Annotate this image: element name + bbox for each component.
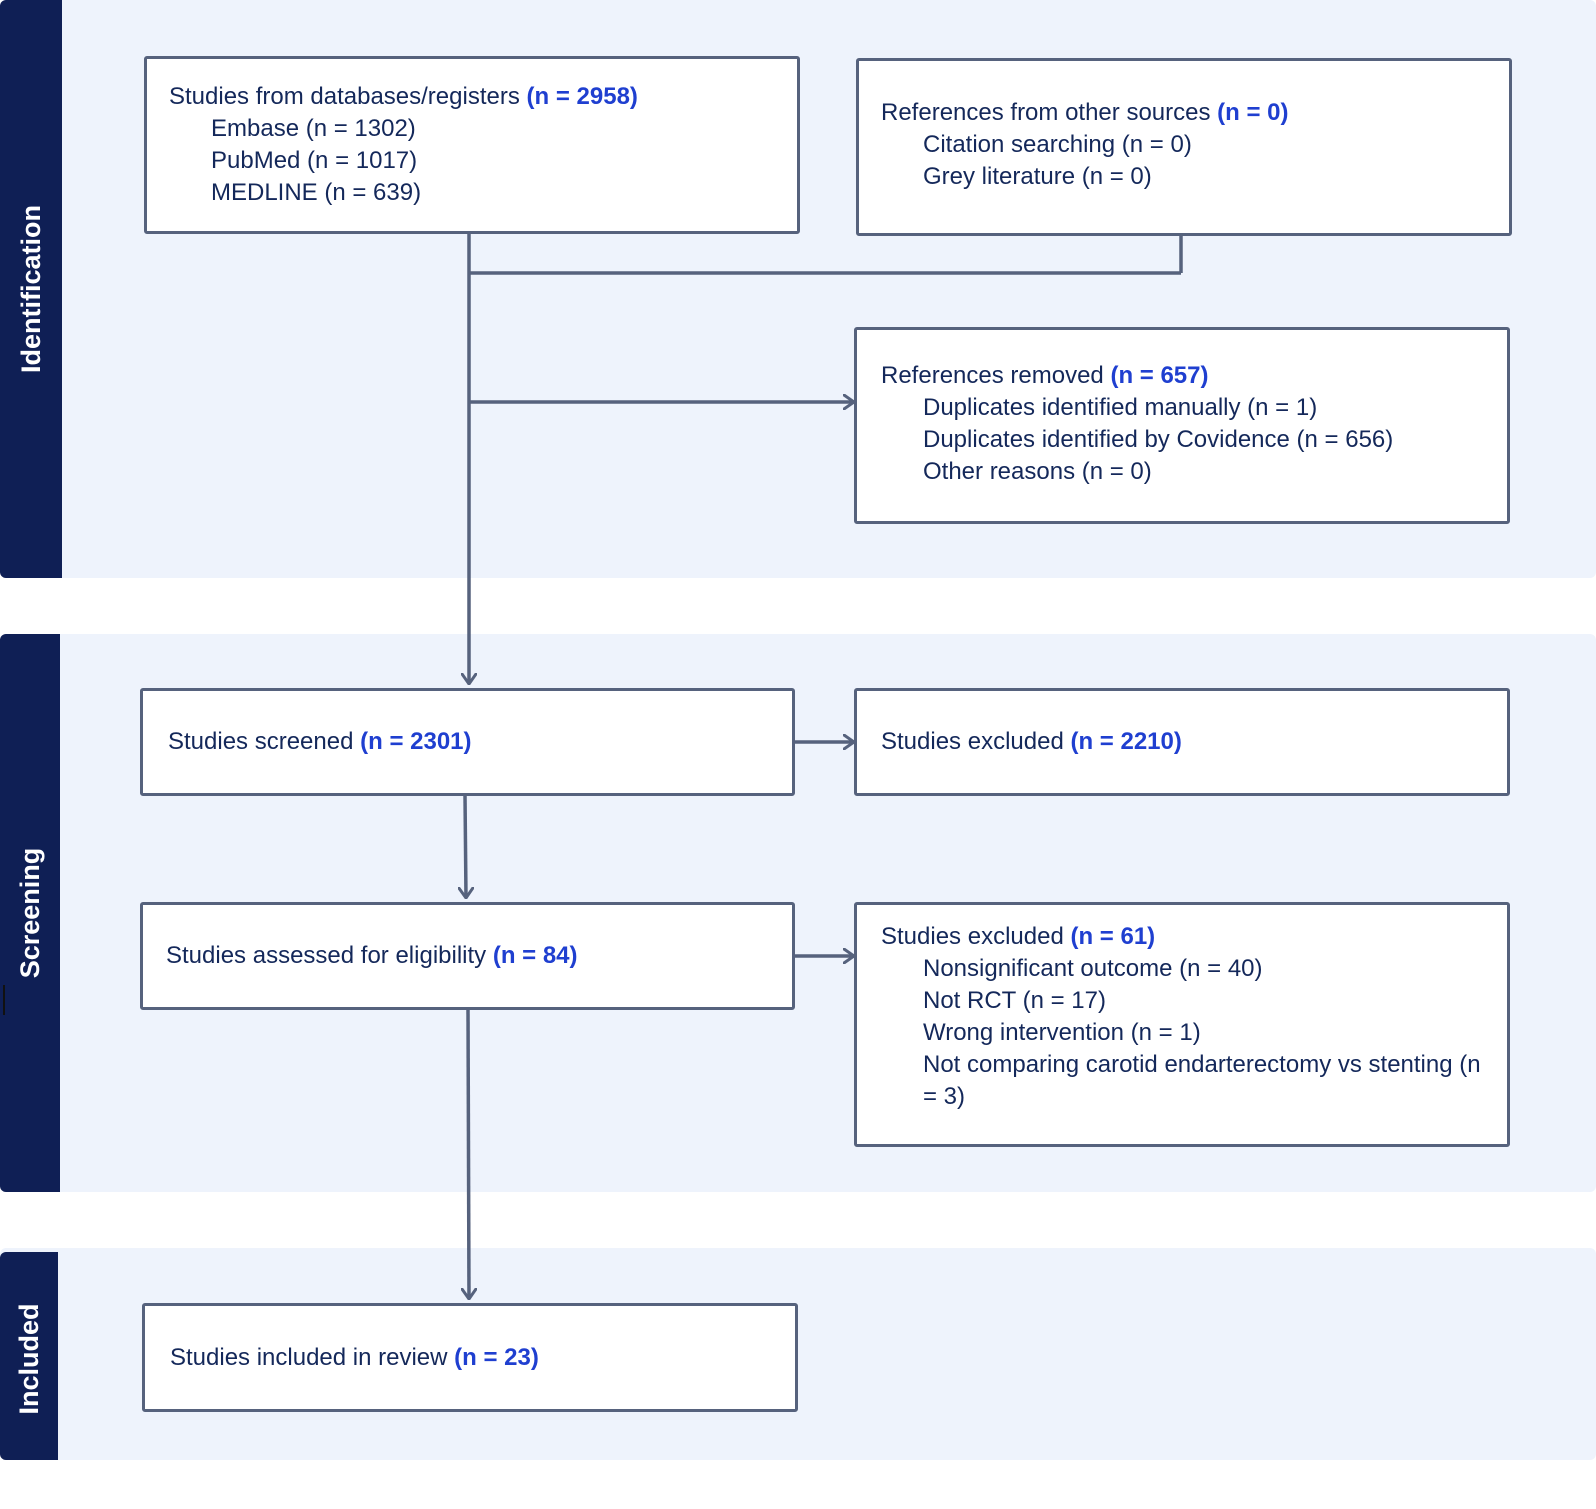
excluded-item-wrong-intervention: Wrong intervention (n = 1) — [923, 1019, 1201, 1046]
excluded-screening-title: Studies excluded — [881, 728, 1064, 755]
screening-tab — [0, 634, 60, 1192]
screened-count: (n = 2301) — [360, 728, 472, 755]
screened-title: Studies screened — [168, 728, 354, 755]
removed-heading: References removed (n = 657) — [881, 360, 1507, 392]
other-sources-item-grey: Grey literature (n = 0) — [923, 163, 1152, 190]
screened-box: Studies screened (n = 2301) — [140, 688, 795, 796]
screened-heading: Studies screened (n = 2301) — [168, 726, 472, 758]
included-count: (n = 23) — [454, 1343, 539, 1371]
other-sources-count: (n = 0) — [1217, 99, 1289, 126]
excluded-item-not-comparing: Not comparing carotid endarterectomy vs … — [923, 1051, 1481, 1110]
other-sources-title: References from other sources — [881, 99, 1211, 126]
excluded-eligibility-heading: Studies excluded (n = 61) — [881, 921, 1507, 953]
eligibility-title: Studies assessed for eligibility — [166, 942, 487, 969]
included-title: Studies included in review — [170, 1343, 448, 1371]
removed-count: (n = 657) — [1110, 362, 1209, 389]
eligibility-heading: Studies assessed for eligibility (n = 84… — [166, 940, 578, 972]
excluded-screening-count: (n = 2210) — [1070, 728, 1182, 755]
other-sources-item-citation: Citation searching (n = 0) — [923, 131, 1192, 158]
eligibility-box: Studies assessed for eligibility (n = 84… — [140, 902, 795, 1010]
removed-item-other: Other reasons (n = 0) — [923, 458, 1152, 485]
databases-count: (n = 2958) — [526, 83, 638, 110]
excluded-screening-heading: Studies excluded (n = 2210) — [881, 726, 1182, 758]
excluded-item-nonsignificant: Nonsignificant outcome (n = 40) — [923, 955, 1263, 982]
flow-connectors — [0, 233, 1183, 1460]
included-tab — [0, 1252, 58, 1460]
databases-box: Studies from databases/registers (n = 29… — [144, 56, 800, 234]
excluded-item-not-rct: Not RCT (n = 17) — [923, 987, 1106, 1014]
databases-item-medline: MEDLINE (n = 639) — [211, 179, 422, 206]
databases-item-pubmed: PubMed (n = 1017) — [211, 147, 418, 174]
included-heading: Studies included in review (n = 23) — [170, 1342, 539, 1374]
arrow-to-eligibility — [465, 794, 466, 898]
identification-tab — [0, 0, 62, 578]
databases-item-embase: Embase (n = 1302) — [211, 115, 416, 142]
removed-item-manual: Duplicates identified manually (n = 1) — [923, 394, 1318, 421]
databases-heading: Studies from databases/registers (n = 29… — [169, 81, 797, 113]
included-box: Studies included in review (n = 23) — [142, 1303, 798, 1412]
excluded-eligibility-box: Studies excluded (n = 61) Nonsignificant… — [854, 902, 1510, 1147]
databases-title: Studies from databases/registers — [169, 83, 520, 110]
excluded-screening-box: Studies excluded (n = 2210) — [854, 688, 1510, 796]
removed-item-covidence: Duplicates identified by Covidence (n = … — [923, 426, 1394, 453]
excluded-eligibility-count: (n = 61) — [1070, 923, 1156, 950]
other-sources-heading: References from other sources (n = 0) — [881, 97, 1509, 129]
eligibility-count: (n = 84) — [492, 942, 578, 969]
removed-box: References removed (n = 657) Duplicates … — [854, 327, 1510, 524]
stray-cursor-mark — [3, 985, 5, 1015]
arrow-to-included — [468, 1007, 469, 1299]
removed-title: References removed — [881, 362, 1104, 389]
other-sources-box: References from other sources (n = 0) Ci… — [856, 58, 1512, 236]
excluded-eligibility-title: Studies excluded — [881, 923, 1064, 950]
